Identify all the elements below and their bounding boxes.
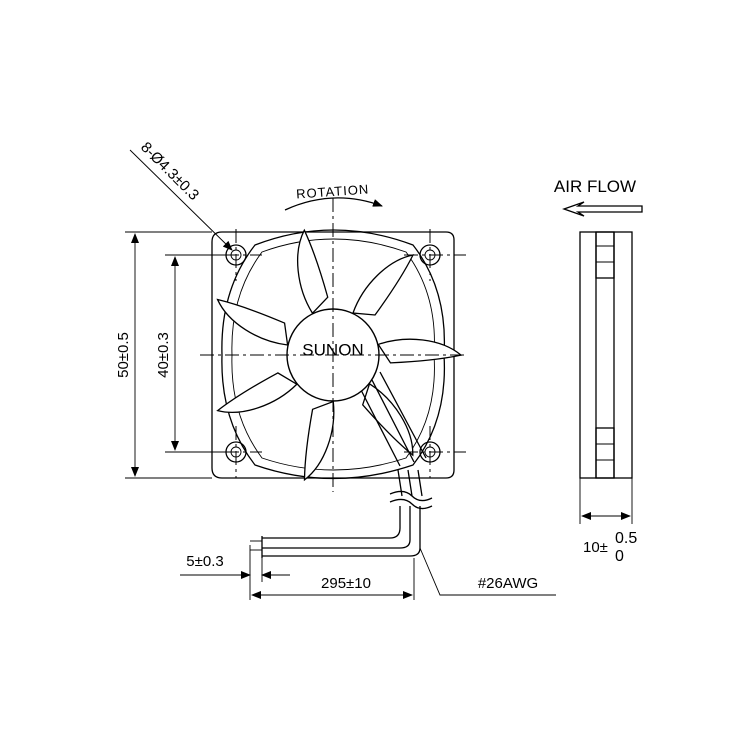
thickness-lower-label: 0 [615,548,624,565]
lead-wires [250,469,433,558]
rotation-label: ROTATION [296,181,370,201]
strip-length-label: 5±0.3 [186,553,223,570]
frame-outline [211,231,455,479]
support-spoke [371,379,415,463]
outer-size-dimension: 50±0.5 [115,231,212,479]
fan-blade [297,228,329,315]
thickness-dimension: 10± 0.5 0 [579,478,637,565]
fan-front-view: SUNON ROTATION [200,181,468,492]
fan-blades [216,228,463,482]
wire-gauge-callout: #26AWG [419,547,556,596]
outer-size-label: 50±0.5 [115,332,132,378]
air-flow-label: AIR FLOW [554,177,636,196]
lead-length-label: 295±10 [321,575,371,592]
venturi-ring [221,229,446,480]
fan-blade [352,254,415,316]
fan-blade [216,298,289,346]
fan-blade [216,372,298,413]
side-frame [579,231,633,479]
thickness-upper-label: 0.5 [615,530,637,547]
strip-length-dimension: 5±0.3 [180,545,290,600]
fan-blade [303,400,335,482]
air-flow-arrow [562,201,643,217]
hole-pitch-label: 40±0.3 [155,332,172,378]
wire-gauge-label: #26AWG [478,575,538,592]
side-tab-top [595,231,615,279]
hole-spec-label: 8-Ø4.3±0.3 [137,139,202,204]
hole-pitch-dimension: 40±0.3 [155,254,226,453]
fan-blade [377,338,463,364]
thickness-nominal-label: 10± [583,539,608,556]
side-tab-bottom [595,427,615,479]
lead-length-dimension: 295±10 [251,558,415,600]
fan-side-view: AIR FLOW [554,177,643,479]
rotation-arrow [284,197,383,211]
fan-blade [361,382,414,457]
